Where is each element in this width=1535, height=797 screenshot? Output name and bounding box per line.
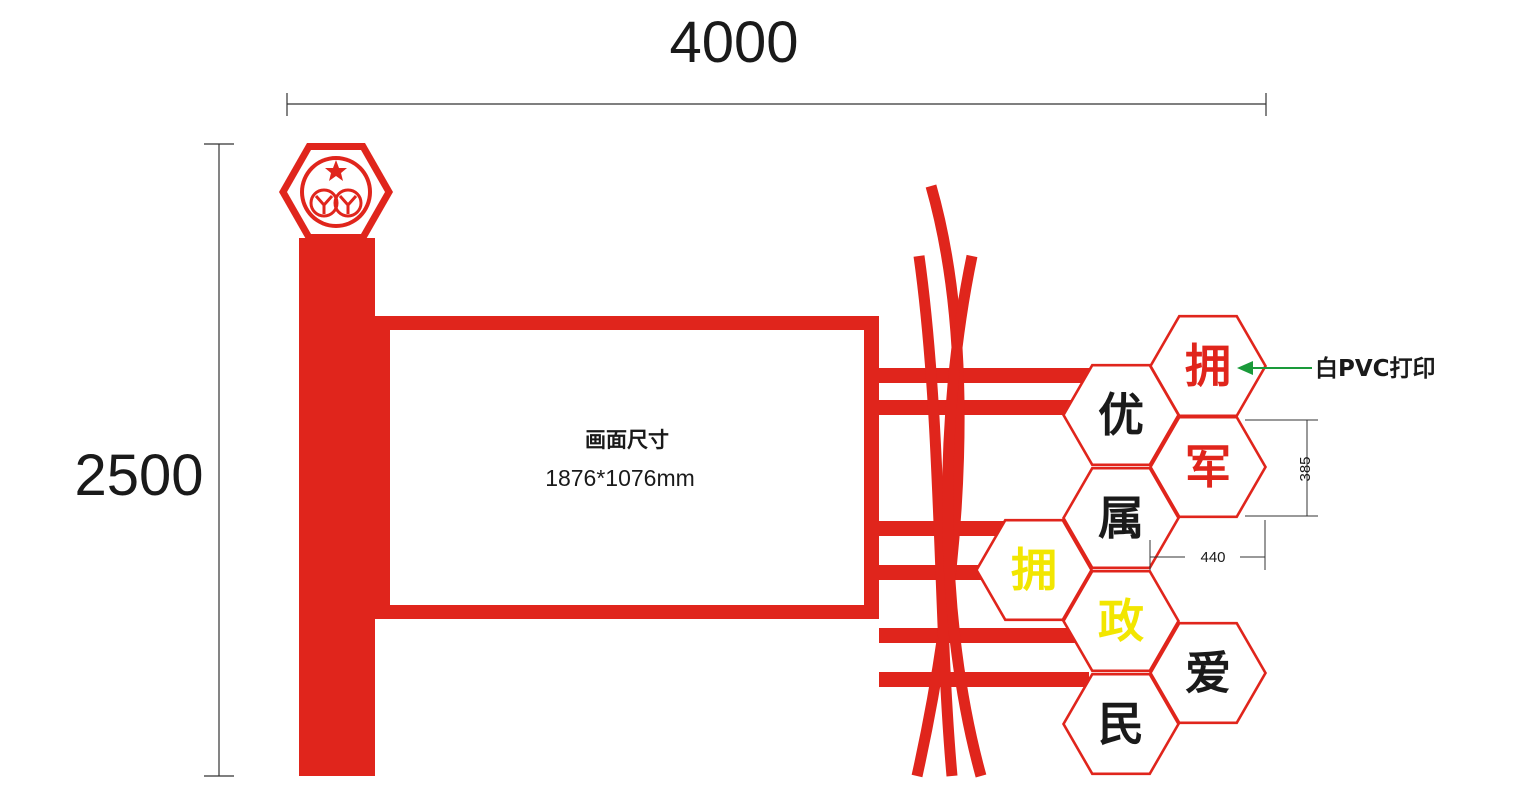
hex-char: 政 xyxy=(1098,594,1144,648)
picture-panel: 画面尺寸 1876*1076mm xyxy=(375,316,879,619)
hex-height-label: 385 xyxy=(1297,456,1314,481)
hex-shu: 属 xyxy=(1062,466,1180,570)
hex-zheng: 政 xyxy=(1062,569,1180,673)
left-post xyxy=(299,238,375,776)
hex-ai: 爱 xyxy=(1149,621,1267,725)
hex-char: 拥 xyxy=(1011,543,1057,597)
hex-min: 民 xyxy=(1062,672,1180,776)
hex-char: 优 xyxy=(1098,388,1144,442)
hex-yong-1: 拥 xyxy=(1149,314,1267,418)
width-dimension: 4000 xyxy=(286,10,1267,116)
hex-char: 爱 xyxy=(1185,646,1231,700)
hex-char: 民 xyxy=(1098,697,1144,751)
height-dimension: 2500 xyxy=(74,143,234,777)
hex-you: 优 xyxy=(1062,363,1180,467)
width-label: 4000 xyxy=(669,10,798,75)
height-label: 2500 xyxy=(74,443,203,508)
hex-width-label: 440 xyxy=(1200,549,1225,566)
logo-emblem-icon xyxy=(279,143,393,241)
hex-dimensions xyxy=(1149,419,1318,570)
panel-title: 画面尺寸 xyxy=(585,428,669,452)
panel-size: 1876*1076mm xyxy=(545,465,695,491)
pvc-print-note: 白PVC打印 xyxy=(1315,355,1436,382)
hex-char: 拥 xyxy=(1185,339,1231,393)
hex-char: 军 xyxy=(1185,440,1231,494)
note-arrow xyxy=(1237,361,1312,375)
hex-yong-2: 拥 xyxy=(975,518,1093,622)
hex-jun: 军 xyxy=(1149,415,1267,519)
hex-char: 属 xyxy=(1098,491,1144,545)
curved-stripes xyxy=(911,184,987,778)
